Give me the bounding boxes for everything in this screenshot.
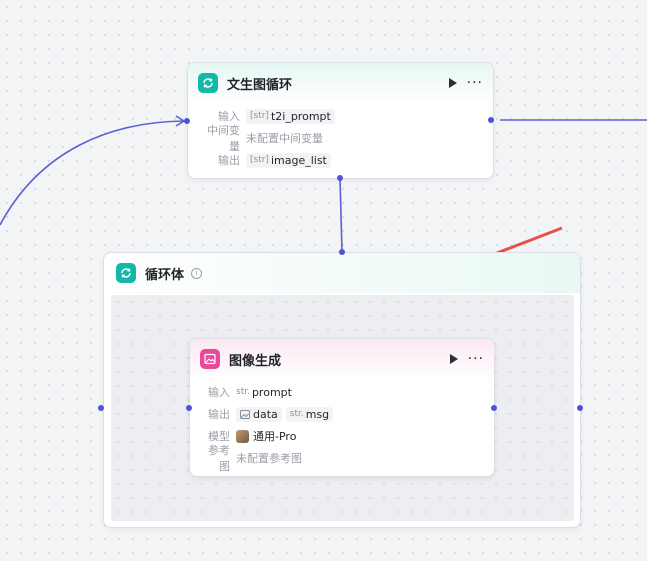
image-gen-input-port[interactable] xyxy=(186,405,192,411)
image-model-row: 模型 通用-Pro xyxy=(200,425,484,447)
type-badge: [str] xyxy=(250,155,269,165)
loop-node-input-port[interactable] xyxy=(184,118,190,124)
mid-var-placeholder: 未配置中间变量 xyxy=(246,132,323,145)
edge-loop-to-body xyxy=(339,177,343,253)
loop-icon xyxy=(198,73,218,93)
loop-mid-var-row: 中间变量 未配置中间变量 xyxy=(198,124,483,153)
model-value[interactable]: 通用-Pro xyxy=(253,430,297,443)
input-label: 输入 xyxy=(208,386,230,399)
loop-node-body-port[interactable] xyxy=(337,175,343,181)
more-icon[interactable]: ··· xyxy=(467,351,484,367)
loop-input-row: 输入 [str]t2i_prompt xyxy=(198,105,483,127)
image-input-row: 输入 str.prompt xyxy=(200,381,484,403)
input-variable-name: t2i_prompt xyxy=(270,109,331,123)
image-icon xyxy=(200,349,220,369)
edge-incoming-loop xyxy=(0,120,185,226)
image-output-row: 输出 data str.msg xyxy=(200,403,484,425)
loop-body-top-port[interactable] xyxy=(339,249,345,255)
loop-node[interactable]: 文生图循环 ··· 输入 [str]t2i_prompt 中间变量 未配置中间变… xyxy=(187,62,494,179)
input-variable-tag[interactable]: str.prompt xyxy=(236,385,296,400)
image-gen-header: 图像生成 ··· xyxy=(190,339,494,379)
input-variable-tag[interactable]: [str]t2i_prompt xyxy=(246,108,335,124)
more-icon[interactable]: ··· xyxy=(466,75,483,91)
output-data-name: data xyxy=(253,407,278,421)
image-type-icon xyxy=(240,409,250,419)
ref-placeholder: 未配置参考图 xyxy=(236,452,302,465)
type-badge: [str] xyxy=(250,111,269,121)
type-badge: str. xyxy=(236,387,250,397)
run-button[interactable] xyxy=(448,78,457,88)
output-label: 输出 xyxy=(218,154,240,167)
loop-node-output-port[interactable] xyxy=(488,117,494,123)
type-badge: str. xyxy=(289,409,304,419)
loop-body-left-port[interactable] xyxy=(98,405,104,411)
image-gen-title: 图像生成 xyxy=(229,353,282,369)
model-avatar xyxy=(236,429,249,443)
output-msg-tag[interactable]: str.msg xyxy=(285,406,334,422)
mid-var-label: 中间变量 xyxy=(207,124,240,153)
loop-body-icon xyxy=(116,263,136,283)
image-ref-row: 参考图 未配置参考图 xyxy=(200,444,484,473)
loop-node-title: 文生图循环 xyxy=(227,77,293,93)
output-variable-tag[interactable]: [str]image_list xyxy=(246,152,331,168)
output-data-tag[interactable]: data xyxy=(236,406,282,422)
image-gen-output-port[interactable] xyxy=(491,405,497,411)
model-label: 模型 xyxy=(208,430,230,443)
loop-node-header: 文生图循环 ··· xyxy=(188,63,493,103)
loop-output-row: 输出 [str]image_list xyxy=(198,149,483,171)
run-button[interactable] xyxy=(449,354,458,364)
input-label: 输入 xyxy=(218,110,240,123)
info-icon[interactable]: i xyxy=(191,267,203,279)
output-msg-name: msg xyxy=(305,407,330,421)
input-variable-name: prompt xyxy=(251,385,292,399)
loop-body-title: 循环体 xyxy=(145,267,185,283)
image-gen-node[interactable]: 图像生成 ··· 输入 str.prompt 输出 data str.msg 模… xyxy=(189,338,495,477)
loop-body-right-port[interactable] xyxy=(577,405,583,411)
output-variable-name: image_list xyxy=(270,153,327,167)
output-label: 输出 xyxy=(208,408,230,421)
ref-label: 参考图 xyxy=(208,444,230,473)
loop-body-header: 循环体 i xyxy=(104,253,580,293)
